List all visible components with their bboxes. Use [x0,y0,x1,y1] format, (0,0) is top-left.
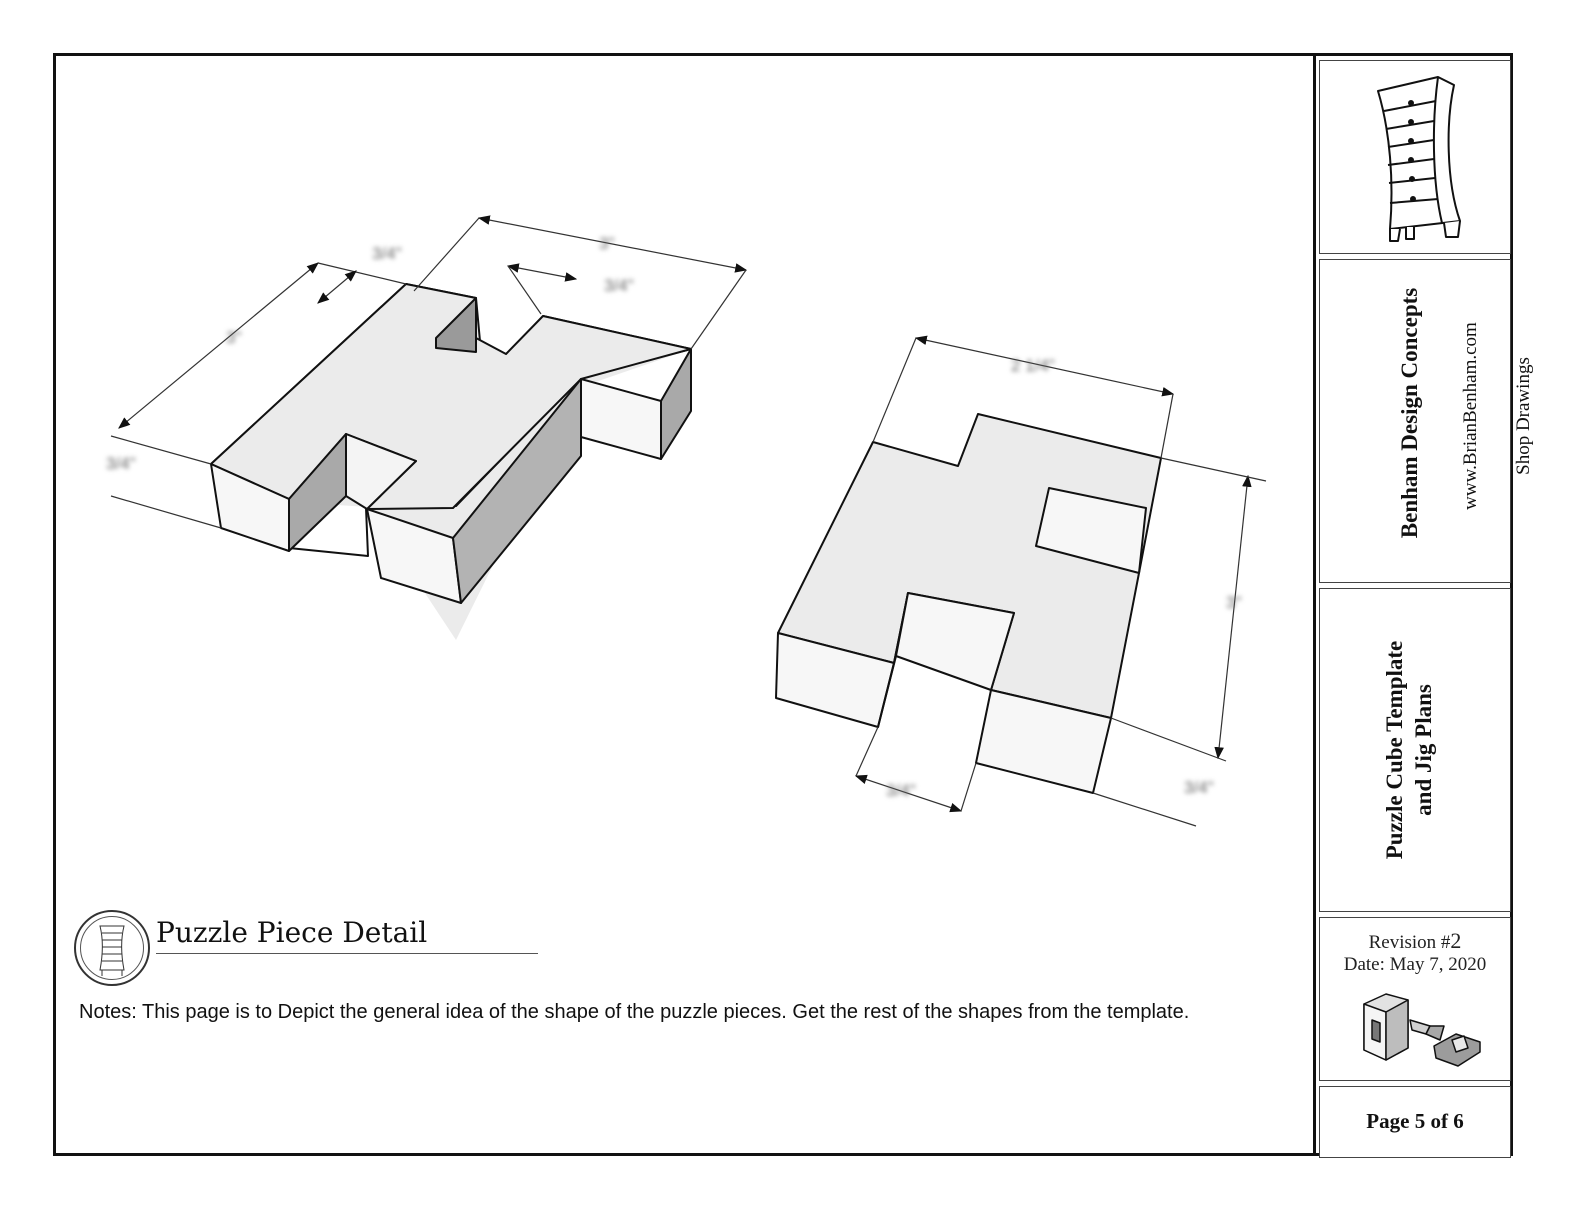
detail-badge-ring [80,916,144,980]
title-block-page-cell: Page 5 of 6 [1319,1086,1511,1158]
project-title-line1: Puzzle Cube Template [1382,640,1407,860]
detail-badge [74,910,150,986]
title-block-logo-cell [1319,60,1511,254]
title-block-revision-cell: Revision #2 Date: May 7, 2020 [1319,917,1511,1081]
drawing-canvas [99,215,1267,976]
page-number: Page 5 of 6 [1366,1109,1464,1133]
dim-label: 3/4" [372,244,402,263]
dim-label: 3/4" [106,454,136,473]
detail-title: Puzzle Piece Detail [156,916,428,949]
revision-label: Revision # [1368,932,1451,953]
title-block-project-cell: Puzzle Cube Template and Jig Plans [1319,588,1511,912]
revision-line: Revision #2 [1320,928,1510,954]
notes-text: Notes: This page is to Depict the genera… [79,1001,1190,1023]
detail-underline [156,953,538,954]
company-url: www.BrianBenham.com [1460,322,1481,510]
revision-date: Date: May 7, 2020 [1343,954,1487,975]
dim-label: 3" [599,234,615,253]
dim-label: 2 1/4" [1011,356,1055,375]
dim-label: 3/4" [886,781,916,800]
dim-label: 3" [226,328,242,347]
dim-label: 3/4" [604,276,634,295]
puzzle-cube-icon [1363,993,1481,1067]
piece-left-dimensions [110,215,748,529]
title-block-divider [1313,56,1317,1153]
dresser-icon [1377,76,1461,242]
project-title-line2: and Jig Plans [1411,684,1436,816]
drawing-sheet: 3/4" 3" 3/4" 3" 3/4" 2 1/4" 3" 3/4" 3/4"… [53,53,1534,1158]
piece-right-dimensions [854,335,1267,827]
company-subtitle: Shop Drawings [1513,357,1534,475]
title-block-company-cell: Benham Design Concepts www.BrianBenham.c… [1319,259,1534,583]
company-name: Benham Design Concepts [1397,287,1422,539]
dim-label: 3" [1226,593,1242,612]
revision-number: 2 [1450,928,1462,953]
drawing-area: 3/4" 3" 3/4" 3" 3/4" 2 1/4" 3" 3/4" 3/4"… [56,56,1314,1153]
dim-label: 3/4" [1184,778,1214,797]
puzzle-piece-left [210,283,692,640]
puzzle-piece-right [775,413,1162,794]
